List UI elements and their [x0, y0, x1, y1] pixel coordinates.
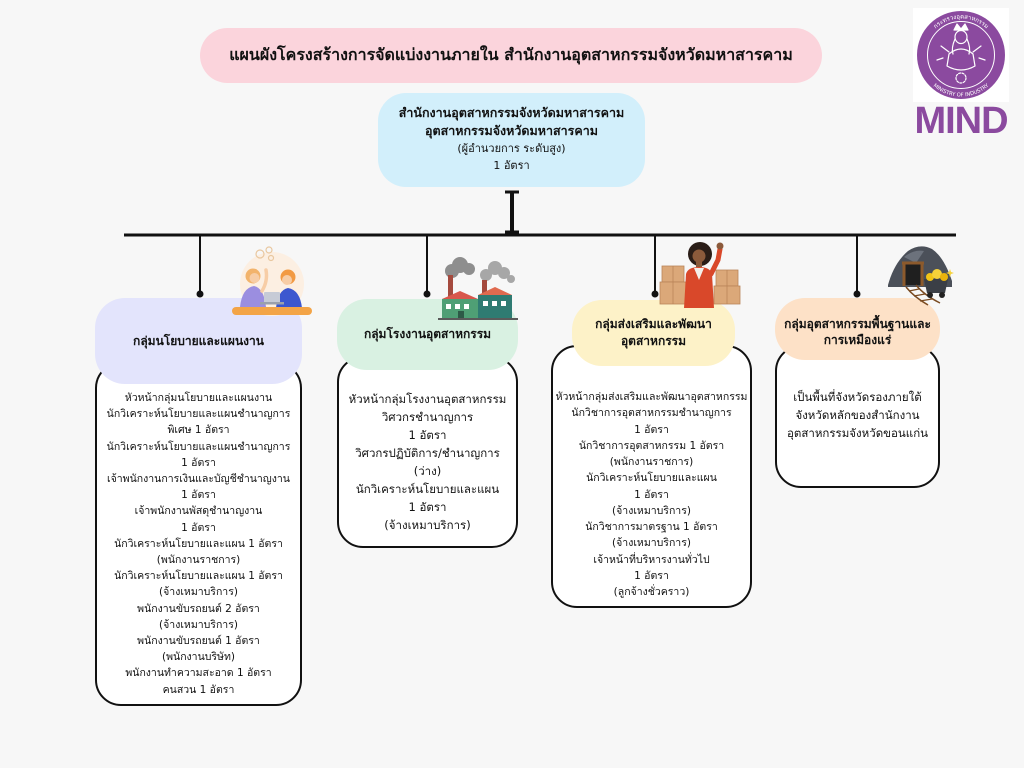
branch-dot-4 — [853, 290, 861, 298]
factory-icon — [438, 257, 518, 320]
staff-line: วิศวกรชำนาญการ — [381, 410, 474, 424]
staff-line: (จ้างเหมาบริการ) — [159, 618, 238, 631]
head-office-quota: 1 อัตรา — [493, 159, 530, 172]
ministry-of-industry-seal-icon: กระทรวงอุตสาหกรรม MINISTRY OF INDUSTRY — [913, 8, 1009, 102]
staff-line: (จ้างเหมาบริการ) — [612, 537, 691, 550]
group-name-line: กลุ่มอุตสาหกรรมพื้นฐานและ — [784, 317, 931, 331]
group-name-line: การเหมืองแร่ — [823, 333, 892, 347]
staff-line: หัวหน้ากลุ่มส่งเสริมและพัฒนาอุตสาหกรรม — [555, 391, 748, 403]
group-body-industrial-promotion: หัวหน้ากลุ่มส่งเสริมและพัฒนาอุตสาหกรรม น… — [551, 345, 752, 608]
staff-line: (จ้างเหมาบริการ) — [159, 586, 238, 599]
staff-line: 1 อัตรา — [634, 488, 669, 501]
staff-line: นักวิเคราะห์นโยบายและแผน — [355, 482, 500, 496]
staff-line: นักวิชาการมาตรฐาน 1 อัตรา — [585, 521, 718, 533]
staff-line: เจ้าหน้าที่บริหารงานทั่วไป — [593, 553, 710, 566]
entrepreneur-with-boxes-icon — [659, 242, 741, 308]
staff-line: พนักงานขับรถยนต์ 2 อัตรา — [137, 602, 260, 615]
chart-title-pill: แผนผังโครงสร้างการจัดแบ่งงานภายใน สำนักง… — [200, 28, 822, 83]
staff-line: 1 อัตรา — [408, 500, 447, 514]
logo-brand-text: MIND — [914, 100, 1008, 142]
staff-line: นักวิเคราะห์นโยบายและแผน 1 อัตรา — [114, 570, 283, 583]
staff-line: หัวหน้ากลุ่มโรงงานอุตสาหกรรม — [348, 392, 507, 406]
staff-line: (พนักงานบริษัท) — [162, 651, 235, 664]
staff-line: พนักงานทำความสะอาด 1 อัตรา — [125, 667, 272, 680]
staff-line: เจ้าพนักงานการเงินและบัญชีชำนาญงาน — [107, 473, 290, 486]
staff-line: นักวิเคราะห์นโยบายและแผนชำนาญการ — [106, 440, 291, 453]
staff-line: 1 อัตรา — [181, 521, 216, 534]
staff-line: พิเศษ 1 อัตรา — [167, 424, 230, 437]
group-name-line: อุตสาหกรรม — [620, 334, 687, 348]
staff-line: (พนักงานราชการ) — [609, 456, 694, 468]
group-name-line: กลุ่มส่งเสริมและพัฒนา — [595, 317, 712, 331]
group-name-line: กลุ่มโรงงานอุตสาหกรรม — [363, 327, 492, 341]
staff-line: หัวหน้ากลุ่มนโยบายและแผนงาน — [124, 392, 273, 404]
staff-line: พนักงานขับรถยนต์ 1 อัตรา — [137, 635, 260, 648]
staff-line: 1 อัตรา — [408, 428, 447, 442]
group-body-basic-industry-mining: เป็นพื้นที่จังหวัดรองภายใต้ จังหวัดหลักข… — [775, 345, 940, 488]
head-office-position: อุตสาหกรรมจังหวัดมหาสารคาม — [424, 123, 599, 138]
staff-line: (จ้างเหมาบริการ) — [612, 504, 691, 517]
staff-line: นักวิชาการอุตสาหกรรมชำนาญการ — [571, 407, 732, 420]
staff-line: นักวิเคราะห์นโยบายและแผนชำนาญการ — [106, 408, 291, 421]
staff-line: (จ้างเหมาบริการ) — [384, 518, 471, 532]
staff-line: นักวิเคราะห์นโยบายและแผน — [586, 472, 717, 485]
note-line: จังหวัดหลักของสำนักงาน — [795, 408, 920, 422]
staff-line: คนสวน 1 อัตรา — [162, 683, 235, 696]
staff-line: วิศวกรปฏิบัติการ/ชำนาญการ — [355, 446, 500, 460]
staff-line: 1 อัตรา — [181, 456, 216, 469]
branch-dot-2 — [423, 290, 431, 298]
note-line: เป็นพื้นที่จังหวัดรองภายใต้ — [793, 390, 922, 404]
staff-line: นักวิเคราะห์นโยบายและแผน 1 อัตรา — [114, 537, 283, 550]
mine-cart-icon — [888, 246, 954, 306]
staff-line: 1 อัตรา — [634, 569, 669, 582]
chart-title: แผนผังโครงสร้างการจัดแบ่งงานภายใน สำนักง… — [229, 45, 793, 64]
staff-line: (ว่าง) — [413, 464, 442, 478]
staff-line: เจ้าพนักงานพัสดุชำนาญงาน — [134, 505, 263, 518]
staff-line: 1 อัตรา — [181, 489, 216, 502]
group-name-line: กลุ่มนโยบายและแผนงาน — [133, 333, 264, 348]
group-body-policy-planning: หัวหน้ากลุ่มนโยบายและแผนงาน นักวิเคราะห์… — [95, 362, 302, 706]
staff-line: (พนักงานราชการ) — [156, 554, 241, 567]
staff-line: 1 อัตรา — [634, 423, 669, 436]
branch-dot-1 — [196, 290, 204, 298]
head-office-name: สำนักงานอุตสาหกรรมจังหวัดมหาสารคาม — [398, 105, 625, 120]
group-header-industrial-promotion: กลุ่มส่งเสริมและพัฒนา อุตสาหกรรม — [572, 300, 735, 366]
staff-line: (ลูกจ้างชั่วคราว) — [613, 586, 690, 598]
ministry-logo: กระทรวงอุตสาหกรรม MINISTRY OF INDUSTRY M… — [906, 8, 1016, 142]
staff-line: นักวิชาการอุตสาหกรรม 1 อัตรา — [578, 439, 725, 452]
note-line: อุตสาหกรรมจังหวัดขอนแก่น — [786, 426, 929, 440]
group-body-factory: หัวหน้ากลุ่มโรงงานอุตสาหกรรม วิศวกรชำนาญ… — [337, 356, 518, 548]
team-at-laptop-icon — [232, 246, 312, 316]
head-office-level: (ผู้อำนวยการ ระดับสูง) — [457, 142, 566, 155]
head-office-box: สำนักงานอุตสาหกรรมจังหวัดมหาสารคาม อุตสา… — [378, 93, 645, 187]
group-header-basic-industry-mining: กลุ่มอุตสาหกรรมพื้นฐานและ การเหมืองแร่ — [775, 298, 940, 360]
